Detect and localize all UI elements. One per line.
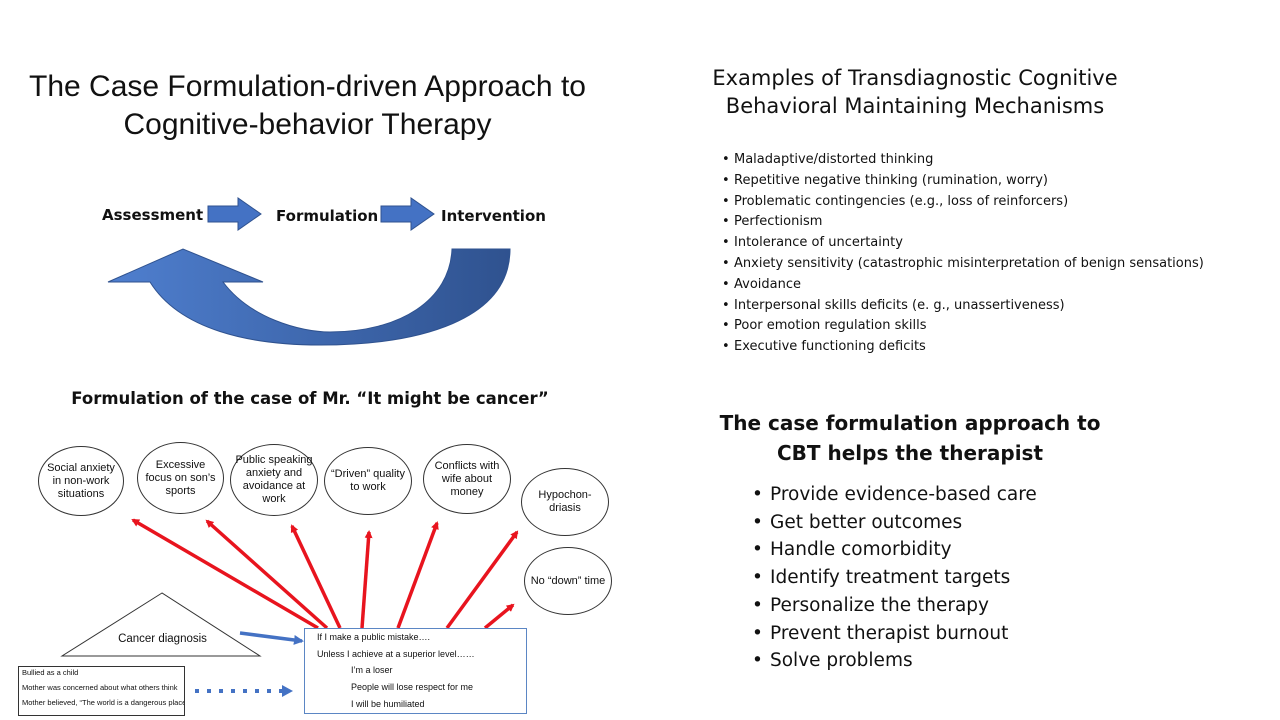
- belief-line: Unless I achieve at a superior level……: [317, 649, 475, 659]
- flow-arrow-right-1: [207, 197, 262, 231]
- trigger-triangle: [60, 592, 262, 657]
- problem-oval: Conflicts with wife about money: [423, 444, 511, 514]
- benefits-title: The case formulation approach to CBT hel…: [719, 411, 1101, 465]
- history-line: Bullied as a child: [22, 668, 79, 677]
- problem-oval: Excessive focus on son’s sports: [137, 442, 224, 514]
- mechanisms-title: Examples of Transdiagnostic Cognitive Be…: [712, 66, 1118, 118]
- benefit-item: Solve problems: [752, 647, 1037, 675]
- red-arrow: [131, 518, 319, 630]
- belief-line: I will be humiliated: [351, 699, 425, 709]
- history-line: Mother was concerned about what others t…: [22, 683, 178, 692]
- benefit-item: Get better outcomes: [752, 509, 1037, 537]
- mechanism-item: Perfectionism: [722, 212, 1204, 233]
- mechanism-item: Anxiety sensitivity (catastrophic misint…: [722, 254, 1204, 275]
- benefit-item: Identify treatment targets: [752, 564, 1037, 592]
- belief-line: I’m a loser: [351, 665, 393, 675]
- mechanism-item: Interpersonal skills deficits (e. g., un…: [722, 296, 1204, 317]
- belief-line: People will lose respect for me: [351, 682, 474, 692]
- red-arrow: [445, 530, 519, 630]
- red-arrow: [360, 530, 373, 629]
- history-line: Mother believed, “The world is a dangero…: [22, 698, 185, 707]
- formulation-label: Formulation: [276, 207, 379, 225]
- trigger-label: Cancer diagnosis: [118, 633, 207, 645]
- red-arrow: [483, 603, 515, 630]
- benefit-item: Prevent therapist burnout: [752, 620, 1037, 648]
- return-curve-arrow: [107, 248, 511, 346]
- left-title: The Case Formulation-driven Approach to …: [29, 70, 586, 141]
- problem-oval: No “down” time: [524, 547, 612, 615]
- red-arrow: [205, 519, 329, 630]
- benefit-item: Provide evidence-based care: [752, 481, 1037, 509]
- mechanism-item: Poor emotion regulation skills: [722, 316, 1204, 337]
- case-diagram: [60, 518, 519, 697]
- mechanism-item: Repetitive negative thinking (rumination…: [722, 171, 1204, 192]
- problem-oval: Public speaking anxiety and avoidance at…: [230, 444, 318, 516]
- mechanisms-list: Maladaptive/distorted thinking Repetitiv…: [722, 150, 1204, 358]
- mechanism-item: Maladaptive/distorted thinking: [722, 150, 1204, 171]
- history-arrow-head: [282, 685, 293, 697]
- mechanism-item: Intolerance of uncertainty: [722, 233, 1204, 254]
- mechanism-item: Avoidance: [722, 275, 1204, 296]
- mechanism-item: Problematic contingencies (e.g., loss of…: [722, 192, 1204, 213]
- problem-oval: Hypochon-driasis: [521, 468, 609, 536]
- benefit-item: Handle comorbidity: [752, 536, 1037, 564]
- trigger-arrow: [239, 631, 304, 645]
- belief-line: If I make a public mistake….: [317, 632, 431, 642]
- benefits-list: Provide evidence-based care Get better o…: [752, 481, 1037, 675]
- problem-oval: “Driven” quality to work: [324, 447, 412, 515]
- flow-arrow-right-2: [380, 197, 435, 231]
- intervention-label: Intervention: [441, 207, 546, 225]
- history-box: Bullied as a child Mother was concerned …: [18, 666, 185, 716]
- mechanism-item: Executive functioning deficits: [722, 337, 1204, 358]
- flow-diagram: [107, 197, 511, 346]
- assessment-label: Assessment: [102, 206, 204, 224]
- benefit-item: Personalize the therapy: [752, 592, 1037, 620]
- red-arrow: [290, 524, 342, 629]
- problem-oval: Social anxiety in non-work situations: [38, 446, 124, 516]
- beliefs-box: If I make a public mistake…. Unless I ac…: [304, 628, 527, 714]
- case-title: Formulation of the case of Mr. “It might…: [71, 389, 549, 408]
- red-arrow: [396, 521, 439, 629]
